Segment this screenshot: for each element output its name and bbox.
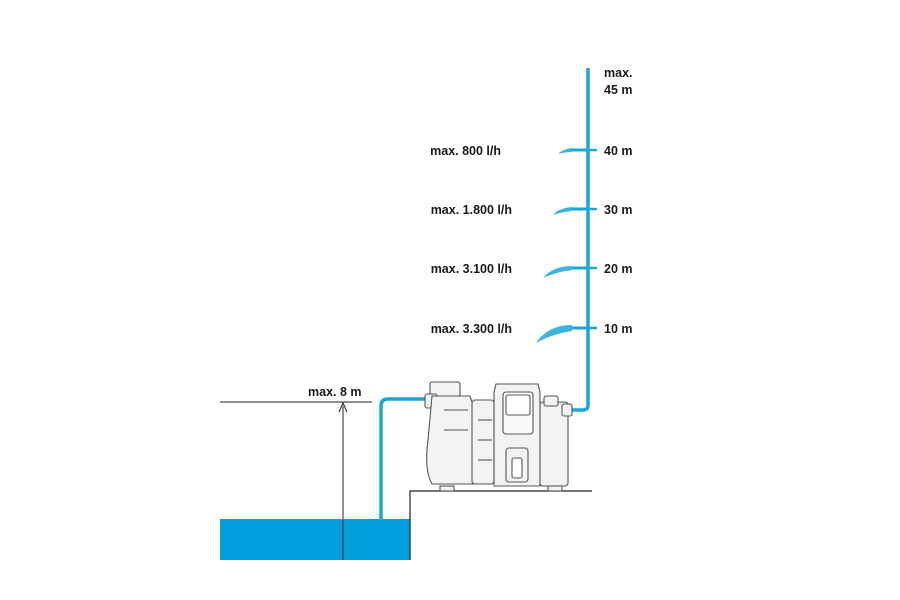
arrow-head-icon [338, 401, 348, 413]
max-height-label-line2: 45 m [604, 83, 633, 97]
level-row: 10 m max. 3.300 l/h [431, 322, 633, 343]
level-row: 40 m max. 800 l/h [430, 144, 632, 158]
level-row: 20 m max. 3.100 l/h [431, 262, 633, 278]
level-height-label: 10 m [604, 322, 633, 336]
level-height-label: 30 m [604, 203, 633, 217]
suction-label: max. 8 m [308, 385, 362, 399]
suction-pipe [379, 397, 428, 521]
pump-icon [424, 381, 573, 492]
water-jet [536, 325, 572, 343]
level-flow-label: max. 3.100 l/h [431, 262, 512, 276]
water-jet [553, 207, 572, 215]
level-flow-label: max. 800 l/h [430, 144, 501, 158]
level-height-label: 20 m [604, 262, 633, 276]
ground-ledge [409, 490, 592, 560]
level-flow-label: max. 1.800 l/h [431, 203, 512, 217]
delivery-pipe [570, 68, 590, 412]
water-jet [558, 148, 572, 154]
water-jet [543, 266, 572, 278]
max-height-label-line1: max. [604, 66, 633, 80]
level-flow-label: max. 3.300 l/h [431, 322, 512, 336]
water-reservoir [220, 519, 410, 560]
level-row: 30 m max. 1.800 l/h [431, 203, 633, 217]
level-height-label: 40 m [604, 144, 633, 158]
